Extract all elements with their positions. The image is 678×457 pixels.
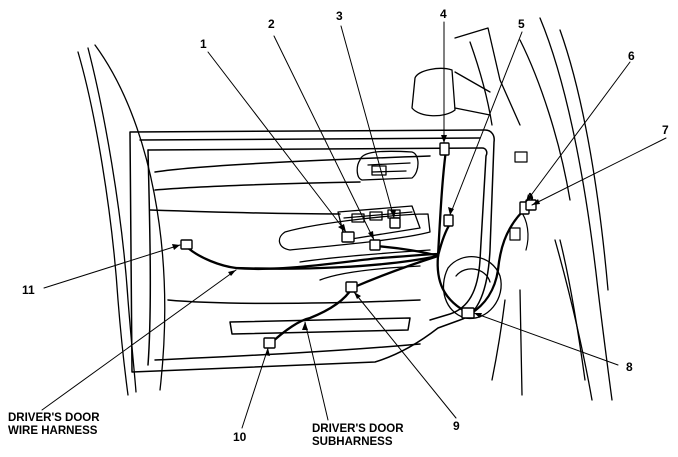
callout-4: 4 — [440, 7, 447, 21]
callout-7: 7 — [662, 123, 669, 137]
connector-1 — [341, 231, 355, 243]
callout-9: 9 — [453, 419, 460, 433]
caption-wire-harness-line2: WIRE HARNESS — [8, 425, 98, 437]
connector-9 — [345, 281, 358, 293]
leader-lines — [41, 21, 667, 429]
callout-6: 6 — [628, 49, 635, 63]
connector-2 — [369, 239, 381, 251]
connector-8 — [461, 307, 475, 319]
arrowheads — [172, 135, 540, 356]
callout-10: 10 — [233, 430, 247, 444]
callout-2: 2 — [268, 17, 275, 31]
connector-3 — [389, 217, 401, 229]
callout-11: 11 — [22, 283, 35, 297]
caption-subharness-line2: SUBHARNESS — [312, 436, 393, 448]
callout-8: 8 — [626, 360, 633, 374]
door-handle — [356, 150, 419, 181]
side-mirror — [411, 67, 491, 117]
caption-wire-harness-line1: DRIVER'S DOOR — [8, 412, 100, 424]
caption-subharness: DRIVER'S DOOR SUBHARNESS — [312, 423, 404, 449]
connector-10 — [263, 337, 276, 349]
wire-harness — [186, 148, 534, 346]
callout-3: 3 — [336, 9, 343, 23]
connector-5 — [443, 214, 454, 227]
connector-7 — [525, 199, 537, 211]
vehicle-body — [77, 17, 613, 401]
speaker — [442, 256, 502, 319]
callout-1: 1 — [200, 37, 207, 51]
caption-subharness-line1: DRIVER'S DOOR — [312, 423, 404, 435]
caption-wire-harness: DRIVER'S DOOR WIRE HARNESS — [8, 412, 100, 438]
connector-11 — [180, 239, 193, 250]
connectors — [180, 142, 537, 349]
callout-5: 5 — [518, 17, 525, 31]
connector-4 — [439, 142, 450, 156]
